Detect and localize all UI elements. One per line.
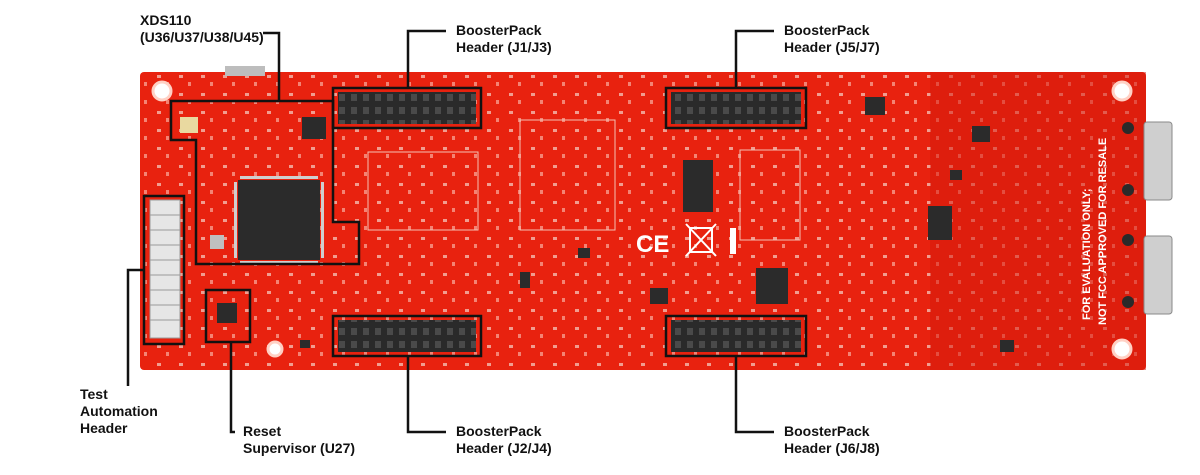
leader-booster-j2-j4 xyxy=(406,356,446,434)
callout-booster-j6-j8: BoosterPack Header (J6/J8) xyxy=(784,423,880,457)
push-button xyxy=(1122,122,1134,134)
silkscreen-eval-line2: NOT FCC APPROVED FOR RESALE xyxy=(1097,138,1109,325)
callout-booster-j6-j8-line1: BoosterPack xyxy=(784,423,870,439)
booster-header-j2-j4 xyxy=(338,320,476,352)
layout-area xyxy=(367,151,479,231)
callout-test-automation: Test Automation Header xyxy=(80,386,158,437)
mount-hole xyxy=(1111,338,1133,360)
mount-hole xyxy=(151,80,173,102)
small-components xyxy=(180,97,1014,352)
leader-reset-supervisor xyxy=(229,342,235,434)
push-button xyxy=(1122,184,1134,196)
callout-test-automation-line2: Automation xyxy=(80,403,158,419)
silkscreen-eval-line1: FOR EVALUATION ONLY; xyxy=(1081,188,1093,320)
weee-bin-icon xyxy=(685,223,717,257)
callout-booster-j2-j4: BoosterPack Header (J2/J4) xyxy=(456,423,552,457)
ce-mark: CE xyxy=(636,231,669,258)
leader-xds110 xyxy=(263,31,281,101)
callout-booster-j2-j4-line2: Header (J2/J4) xyxy=(456,440,552,456)
leader-booster-j6-j8 xyxy=(734,356,774,434)
callout-booster-j1-j3-line2: Header (J1/J3) xyxy=(456,39,552,55)
push-button xyxy=(1122,234,1134,246)
booster-header-j1-j3 xyxy=(338,92,476,124)
callout-xds110-line2: (U36/U37/U38/U45) xyxy=(140,29,264,45)
layout-area xyxy=(519,119,616,231)
leader-booster-j5-j7 xyxy=(734,29,774,88)
xds110-highlight-box xyxy=(169,99,361,266)
callout-xds110: XDS110 (U36/U37/U38/U45) xyxy=(140,12,264,46)
callout-test-automation-line1: Test xyxy=(80,386,108,402)
callout-reset-supervisor-line2: Supervisor (U27) xyxy=(243,440,356,456)
usb-connector xyxy=(225,66,265,76)
test-automation-connector xyxy=(149,199,181,339)
side-connector xyxy=(1143,121,1173,201)
layout-area xyxy=(739,149,801,241)
reset-supervisor-ic xyxy=(217,303,237,323)
callout-booster-j2-j4-line1: BoosterPack xyxy=(456,423,542,439)
callout-reset-supervisor: Reset Supervisor (U27) xyxy=(243,423,355,457)
mount-hole xyxy=(1111,80,1133,102)
side-connector xyxy=(1143,235,1173,315)
test-automation-pins xyxy=(150,214,180,321)
leader-booster-j1-j3 xyxy=(406,29,446,88)
callout-booster-j5-j7-line2: Header (J5/J7) xyxy=(784,39,880,55)
callout-booster-j6-j8-line2: Header (J6/J8) xyxy=(784,440,880,456)
booster-header-j5-j7 xyxy=(671,92,801,124)
mount-hole xyxy=(266,340,284,358)
callout-booster-j1-j3-line1: BoosterPack xyxy=(456,22,542,38)
reset-supervisor-highlight-box xyxy=(204,288,252,344)
xds110-chip xyxy=(234,176,324,264)
callout-xds110-line1: XDS110 xyxy=(140,12,192,28)
pcb-shade-right xyxy=(930,72,1146,370)
callout-booster-j5-j7-line1: BoosterPack xyxy=(784,22,870,38)
callout-booster-j1-j3: BoosterPack Header (J1/J3) xyxy=(456,22,552,56)
callout-booster-j5-j7: BoosterPack Header (J5/J7) xyxy=(784,22,880,56)
booster-header-j6-j8 xyxy=(671,320,801,352)
push-button xyxy=(1122,296,1134,308)
weee-bar xyxy=(730,228,736,254)
leader-test-automation xyxy=(126,268,144,386)
callout-test-automation-line3: Header xyxy=(80,420,128,436)
callout-reset-supervisor-line1: Reset xyxy=(243,423,282,439)
